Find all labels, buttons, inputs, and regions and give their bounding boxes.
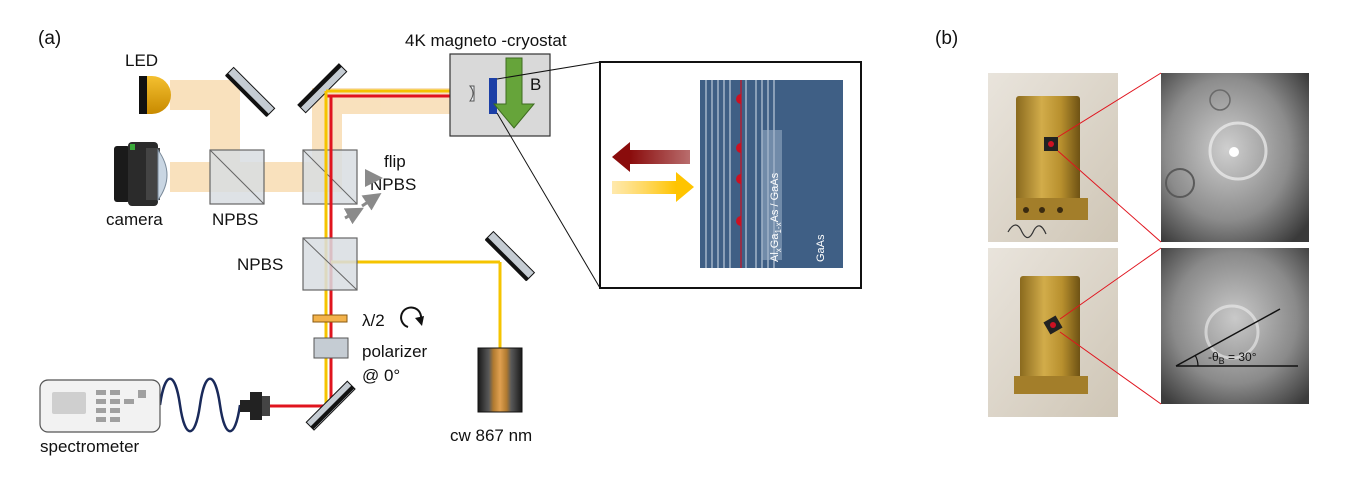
camera-icon [114, 142, 168, 206]
sample-photo-top [988, 73, 1118, 242]
panel-b-label: (b) [935, 28, 958, 49]
npbs-main-cube [302, 237, 358, 291]
field-label: B [530, 75, 541, 94]
flip-npbs-label: NPBS [370, 175, 416, 194]
camera-label: camera [106, 210, 163, 229]
angle-annotation: -θB = 30° [1208, 350, 1257, 366]
rotation-icon [400, 306, 423, 328]
inset-arrows [612, 142, 694, 202]
fiber-coupler [240, 392, 270, 420]
mirror-laser [484, 230, 536, 282]
optical-fiber [158, 377, 242, 433]
microscope-image-top [1161, 73, 1309, 242]
mirror-bottom [305, 380, 356, 431]
microscope-image-bottom [1161, 248, 1309, 404]
flip-arrows-icon [343, 169, 383, 225]
spectrometer-label: spectrometer [40, 437, 140, 456]
npbs-camera-cube [209, 149, 265, 205]
npbs-main-label: NPBS [237, 255, 283, 274]
magnetic-field-arrow [492, 57, 536, 129]
inset-substrate-label: GaAs [815, 234, 827, 262]
inset-layer-label: AlxGa1-xAs / GaAs [769, 172, 783, 262]
laser-source [477, 347, 523, 413]
cryostat-label: 4K magneto -cryostat [405, 31, 567, 50]
polarizer-angle: @ 0° [362, 366, 400, 385]
laser-label: cw 867 nm [450, 426, 532, 445]
npbs-camera-label: NPBS [212, 210, 258, 229]
led-label: LED [125, 51, 158, 70]
cryostat-box [449, 53, 551, 137]
sample-inset [599, 61, 862, 289]
led-source [139, 76, 171, 114]
panel-a-label: (a) [38, 28, 61, 49]
polarizer-label: polarizer [362, 342, 428, 361]
polarizer [313, 337, 349, 359]
sample-photo-bottom [988, 248, 1118, 417]
spectrometer-icon [39, 379, 161, 433]
halfwave-label: λ/2 [362, 311, 385, 330]
flip-label: flip [384, 152, 406, 171]
halfwave-plate [312, 314, 348, 323]
